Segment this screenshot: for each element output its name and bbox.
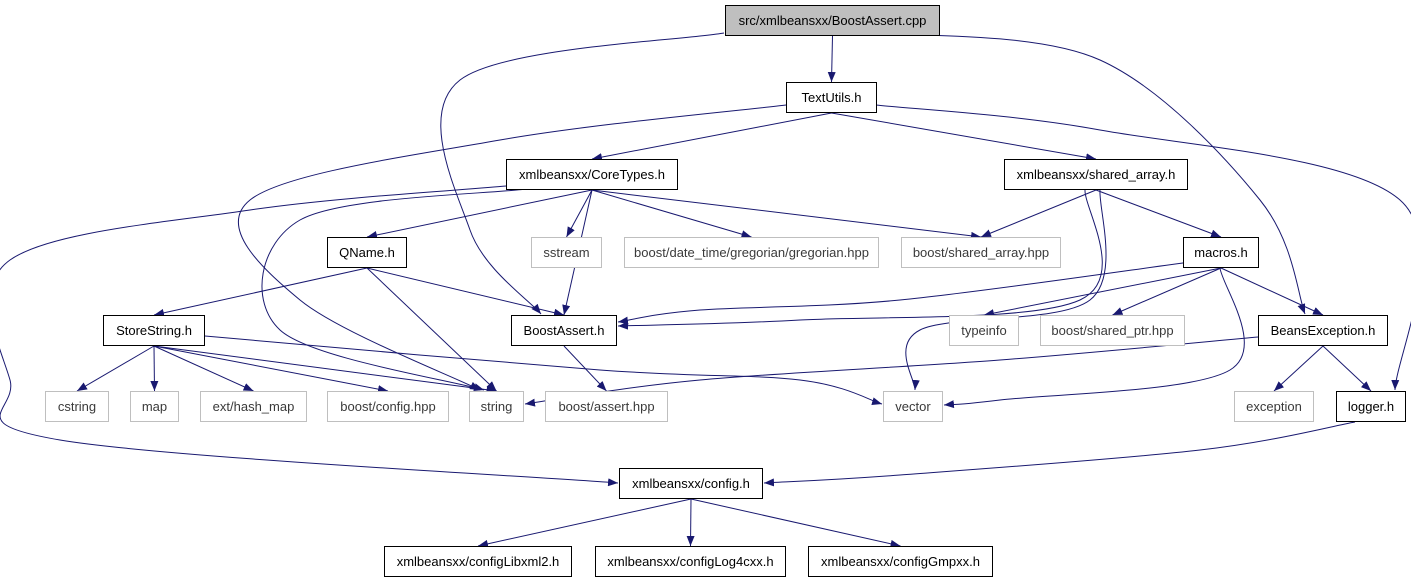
- edge-sharedarray-h-to-boost-shared-array: [980, 189, 1097, 238]
- node-macros[interactable]: macros.h: [1183, 237, 1259, 268]
- edge-config-to-cfg-gmpxx: [690, 498, 901, 548]
- node-boost-config: boost/config.hpp: [327, 391, 449, 422]
- edge-qname-to-string: [366, 267, 497, 392]
- node-hash-map: ext/hash_map: [200, 391, 307, 422]
- edge-storestring-to-hash-map: [153, 345, 254, 392]
- node-root[interactable]: src/xmlbeansxx/BoostAssert.cpp: [725, 5, 940, 36]
- node-cfg-gmpxx[interactable]: xmlbeansxx/configGmpxx.h: [808, 546, 993, 577]
- node-boost-assert: boost/assert.hpp: [545, 391, 668, 422]
- edge-coretypes-to-sstream: [566, 189, 593, 238]
- node-beansexception[interactable]: BeansException.h: [1258, 315, 1388, 346]
- edge-storestring-to-map: [150, 345, 159, 392]
- edge-macros-to-typeinfo: [983, 267, 1222, 317]
- node-cstring: cstring: [45, 391, 109, 422]
- edge-textutils-to-coretypes: [591, 112, 832, 162]
- edge-macros-to-boost-shared-ptr: [1112, 267, 1222, 316]
- edge-textutils-to-sharedarray-h: [831, 112, 1097, 162]
- edge-qname-to-boostassert-h: [366, 267, 565, 317]
- node-map: map: [130, 391, 179, 422]
- node-coretypes[interactable]: xmlbeansxx/CoreTypes.h: [506, 159, 678, 190]
- node-storestring[interactable]: StoreString.h: [103, 315, 205, 346]
- node-logger[interactable]: logger.h: [1336, 391, 1406, 422]
- node-boostassert-h[interactable]: BoostAssert.h: [511, 315, 617, 346]
- node-cfg-log4cxx[interactable]: xmlbeansxx/configLog4cxx.h: [595, 546, 786, 577]
- edge-coretypes-to-string: [261, 188, 527, 392]
- node-vector: vector: [883, 391, 943, 422]
- edge-config-to-cfg-log4cxx: [686, 498, 695, 547]
- edge-storestring-to-string: [153, 345, 497, 394]
- edge-storestring-to-boost-config: [153, 345, 389, 394]
- edge-textutils-to-string: [237, 104, 787, 391]
- edge-sharedarray-h-to-vector: [905, 189, 1107, 391]
- node-cfg-libxml2[interactable]: xmlbeansxx/configLibxml2.h: [384, 546, 572, 577]
- edge-beansexception-to-logger: [1322, 345, 1372, 392]
- edge-beansexception-to-exception: [1273, 345, 1324, 392]
- edge-qname-to-storestring: [153, 267, 368, 317]
- node-typeinfo: typeinfo: [949, 315, 1019, 346]
- edge-beansexception-to-string: [524, 336, 1259, 407]
- node-string: string: [469, 391, 524, 422]
- node-sstream: sstream: [531, 237, 602, 268]
- edge-root-to-boostassert-h: [440, 32, 725, 315]
- edge-macros-to-beansexception: [1220, 267, 1324, 316]
- edge-logger-to-config: [763, 421, 1356, 487]
- node-gregorian: boost/date_time/gregorian/gregorian.hpp: [624, 237, 879, 268]
- edge-coretypes-to-boost-shared-array: [591, 189, 982, 240]
- node-qname[interactable]: QName.h: [327, 237, 407, 268]
- edge-coretypes-to-qname: [366, 189, 593, 239]
- node-boost-shared-array: boost/shared_array.hpp: [901, 237, 1061, 268]
- edge-root-to-textutils: [827, 35, 836, 83]
- node-exception: exception: [1234, 391, 1314, 422]
- edge-coretypes-to-config: [0, 185, 619, 487]
- edge-macros-to-boostassert-h: [617, 261, 1191, 325]
- edge-config-to-cfg-libxml2: [477, 498, 692, 548]
- node-textutils[interactable]: TextUtils.h: [786, 82, 877, 113]
- edge-coretypes-to-gregorian: [591, 189, 752, 239]
- edge-storestring-to-cstring: [76, 345, 155, 392]
- edge-textutils-to-logger: [875, 104, 1411, 391]
- edge-boostassert-h-to-boost-assert: [563, 345, 607, 392]
- edge-sharedarray-h-to-boostassert-h: [617, 189, 1103, 330]
- edge-storestring-to-vector: [204, 335, 883, 406]
- node-sharedarray-h[interactable]: xmlbeansxx/shared_array.h: [1004, 159, 1188, 190]
- edge-sharedarray-h-to-macros: [1095, 189, 1222, 238]
- edge-macros-to-vector: [943, 267, 1245, 409]
- edge-root-to-beansexception: [889, 32, 1306, 315]
- node-boost-shared-ptr: boost/shared_ptr.hpp: [1040, 315, 1185, 346]
- node-config[interactable]: xmlbeansxx/config.h: [619, 468, 763, 499]
